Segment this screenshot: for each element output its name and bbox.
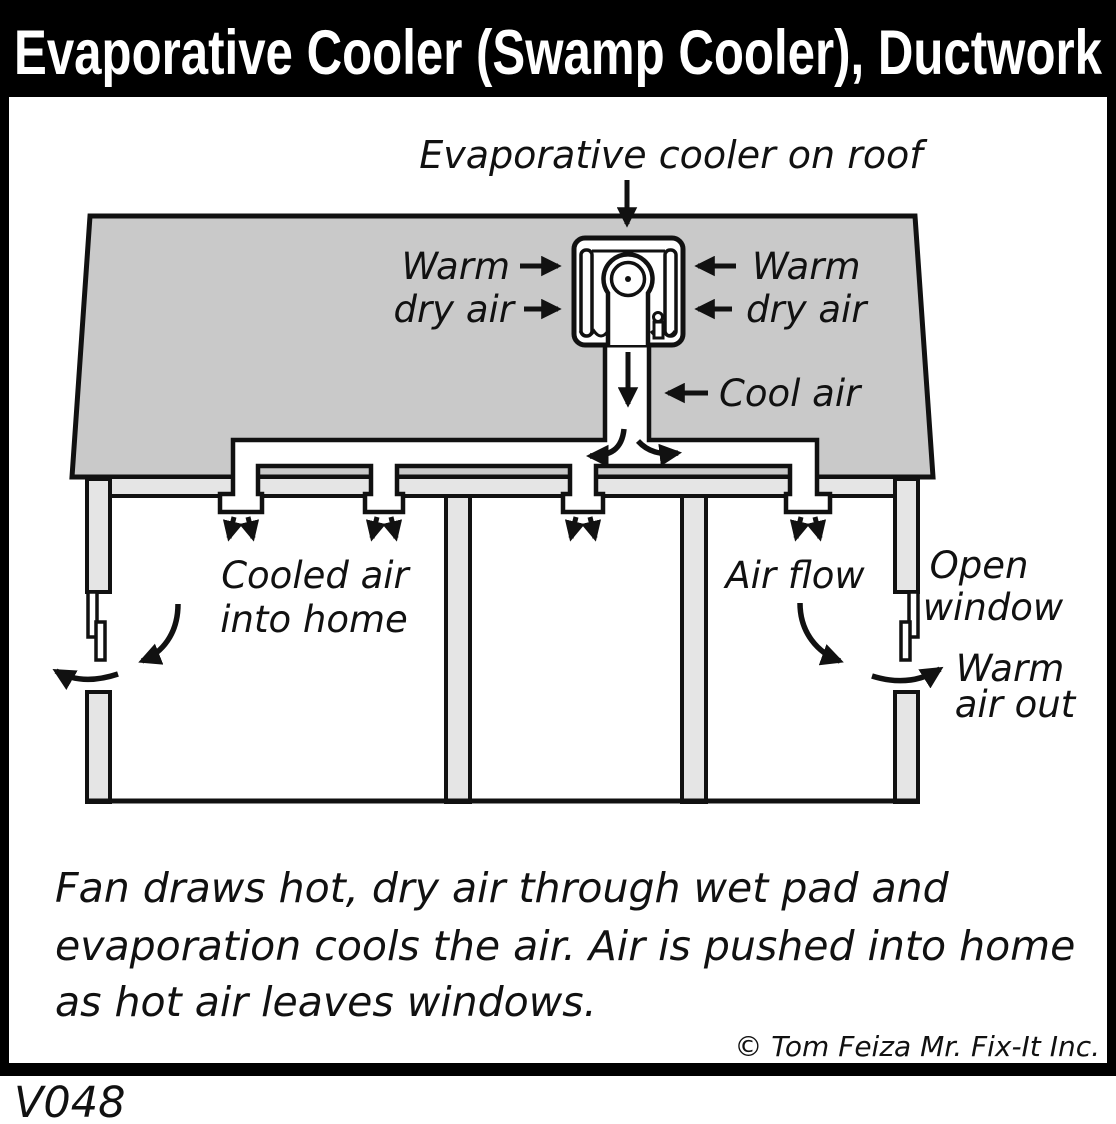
register-arrows-2: [365, 516, 403, 542]
ductwork: [217, 342, 833, 515]
label-warm-dry-air-right-1: Warm: [752, 245, 861, 288]
cooler-pad-left: [579, 248, 594, 338]
tee-split-left-arrow: [585, 428, 627, 468]
right-window-sash-lower: [899, 620, 912, 662]
right-wall-upper: [893, 477, 920, 594]
float-valve-body: [652, 320, 665, 340]
float-valve-ball: [652, 311, 664, 323]
page-title: Evaporative Cooler (Swamp Cooler), Ductw…: [14, 18, 1103, 88]
right-wall-open-window: [893, 477, 920, 804]
label-warm-dry-air-right-2: dry air: [746, 288, 869, 331]
left-window-inflow-arrow: [138, 603, 181, 665]
title-bar: Evaporative Cooler (Swamp Cooler), Ductw…: [0, 0, 1116, 97]
left-wall-upper: [85, 477, 112, 594]
figure-code: V048: [14, 1078, 126, 1124]
frame-right-border: [1107, 97, 1116, 1076]
copyright-notice: © Tom Feiza Mr. Fix-It Inc.: [734, 1030, 1100, 1063]
label-evaporative-cooler-on-roof: Evaporative cooler on roof: [419, 133, 928, 177]
interior-wall-left: [444, 494, 472, 804]
caption-line-3: as hot air leaves windows.: [55, 978, 597, 1026]
diagram-labels: Evaporative cooler on roof Warm dry air …: [220, 133, 1077, 726]
evaporative-cooler-unit: [571, 235, 686, 348]
left-window-sash-upper: [86, 590, 99, 639]
label-warm-dry-air-left-2: dry air: [393, 288, 516, 331]
label-warm-dry-air-left-1: Warm: [402, 245, 511, 288]
frame-left-border: [0, 97, 9, 1076]
roof: [69, 213, 936, 480]
left-wall-lower: [85, 690, 112, 804]
right-wall-lower: [893, 690, 920, 804]
label-cool-air: Cool air: [719, 372, 863, 415]
flow-arrows: [52, 180, 944, 691]
label-air-flow: Air flow: [723, 554, 865, 597]
label-warm-air-out-1: Warm: [956, 647, 1065, 690]
label-cooled-air-1: Cooled air: [221, 554, 411, 597]
left-wall-open-window: [85, 477, 112, 804]
caption-line-2: evaporation cools the air. Air is pushed…: [55, 922, 1075, 970]
diagram-frame: [0, 97, 1116, 1076]
house: [69, 213, 936, 804]
left-window-sash-lower: [94, 620, 107, 662]
tee-split-right-arrow: [635, 439, 683, 467]
caption: Fan draws hot, dry air through wet pad a…: [55, 864, 1100, 1063]
right-window-inflow-arrow: [797, 602, 844, 666]
label-warm-air-out-2: air out: [955, 683, 1077, 726]
fan-hub: [625, 276, 631, 282]
register-arrows-3: [564, 516, 602, 542]
label-open-window-2: window: [923, 586, 1064, 629]
cooler-pad-right: [663, 248, 678, 338]
label-cooled-air-2: into home: [220, 598, 408, 641]
water-line-left: [578, 328, 610, 338]
register-arrows-1: [222, 516, 260, 542]
interior-wall-right: [680, 494, 708, 804]
title-bar-background: [0, 0, 1116, 97]
right-window-outflow-arrow: [871, 666, 944, 689]
register-arrows-4: [789, 516, 827, 542]
left-window-outflow-arrow: [52, 668, 119, 691]
caption-line-1: Fan draws hot, dry air through wet pad a…: [55, 864, 950, 912]
label-open-window-1: Open: [930, 544, 1029, 587]
right-window-sash-upper: [907, 590, 920, 639]
frame-bottom-border: [0, 1063, 1116, 1076]
